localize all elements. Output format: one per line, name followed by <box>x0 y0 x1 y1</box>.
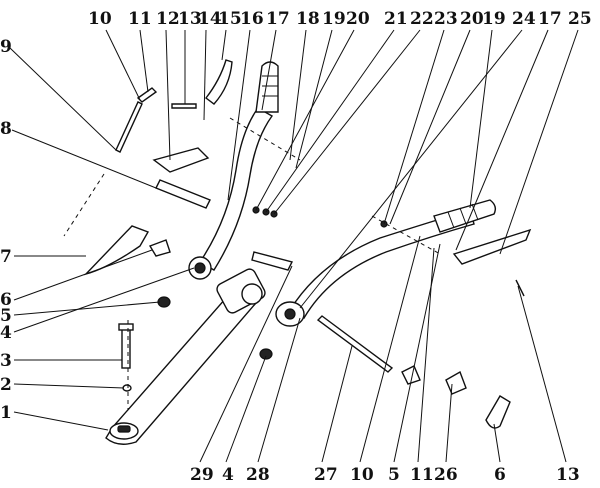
arm-end-slot <box>117 425 131 433</box>
spring-lever <box>205 59 233 105</box>
label-left: 4 <box>0 323 12 343</box>
right-handle-assembly <box>251 199 532 429</box>
label-bottom: 6 <box>494 465 506 485</box>
upper-handle-bar <box>199 107 274 271</box>
label-bottom: 26 <box>434 465 458 485</box>
clip-right <box>401 365 421 385</box>
right-handle-grip <box>433 199 497 233</box>
label-bottom: 28 <box>246 465 270 485</box>
label-top: 20 <box>346 9 370 29</box>
label-bottom: 4 <box>222 465 234 485</box>
cutting-blade-left <box>83 225 150 276</box>
label-left: 6 <box>0 290 12 310</box>
label-left: 5 <box>0 306 12 326</box>
ratchet-hub <box>194 262 206 274</box>
label-left: 3 <box>0 351 12 371</box>
label-top: 12 <box>156 9 180 29</box>
right-grip-ribs <box>447 203 479 229</box>
long-bolt <box>121 327 131 369</box>
label-top: 10 <box>88 9 112 29</box>
bolt-head <box>118 323 134 331</box>
label-bottom: 11 <box>410 465 434 485</box>
label-bottom: 29 <box>190 465 214 485</box>
label-left: 8 <box>0 119 12 139</box>
label-top: 20 <box>460 9 484 29</box>
hinge-knuckle <box>241 283 263 305</box>
label-top: 19 <box>482 9 506 29</box>
top-labels: 10 11 12 13 14 15 16 17 18 19 20 21 22 2… <box>88 9 592 29</box>
left-handle-assembly <box>63 59 279 445</box>
label-bottom: 10 <box>350 465 374 485</box>
label-top: 24 <box>512 9 536 29</box>
label-top: 19 <box>322 9 346 29</box>
label-top: 18 <box>296 9 320 29</box>
pin-clip <box>136 87 158 103</box>
label-left: 1 <box>0 403 12 423</box>
label-top: 21 <box>384 9 408 29</box>
label-top: 11 <box>128 9 152 29</box>
label-bottom: 27 <box>314 465 338 485</box>
label-top: 13 <box>178 9 202 29</box>
bracket-plate <box>152 147 210 173</box>
label-top: 25 <box>568 9 592 29</box>
bracket-right <box>445 370 467 395</box>
label-top: 15 <box>218 9 242 29</box>
label-left: 9 <box>0 37 12 57</box>
label-bottom: 13 <box>556 465 580 485</box>
label-top: 17 <box>538 9 562 29</box>
washer-19 <box>252 206 260 214</box>
left-labels: 9 8 7 6 5 4 3 2 1 <box>0 37 12 423</box>
top-bolt <box>171 103 197 109</box>
shaft-rod <box>316 315 394 373</box>
leader-lines <box>9 29 579 463</box>
label-top: 14 <box>198 9 222 29</box>
label-top: 23 <box>434 9 458 29</box>
pin-right <box>515 279 525 297</box>
label-top: 17 <box>266 9 290 29</box>
spacer-bar <box>251 251 294 271</box>
bottom-labels: 29 4 28 27 10 5 11 26 6 13 <box>190 465 580 485</box>
label-left: 7 <box>0 247 12 267</box>
washer-left <box>122 384 132 392</box>
right-handle-bar <box>289 209 475 319</box>
nut-right <box>259 348 273 360</box>
foot-pad <box>485 395 511 429</box>
label-left: 2 <box>0 375 12 395</box>
label-top: 22 <box>410 9 434 29</box>
label-top: 16 <box>240 9 264 29</box>
right-hinge-hub <box>284 308 296 320</box>
clip-left <box>148 239 171 257</box>
label-bottom: 5 <box>388 465 400 485</box>
lower-arm-part <box>105 281 264 445</box>
handle-grip <box>255 61 279 113</box>
chain-guide-line <box>63 173 105 237</box>
cotter-pin <box>115 101 143 153</box>
cutting-blade-right <box>452 228 532 265</box>
link-rod <box>155 179 211 209</box>
